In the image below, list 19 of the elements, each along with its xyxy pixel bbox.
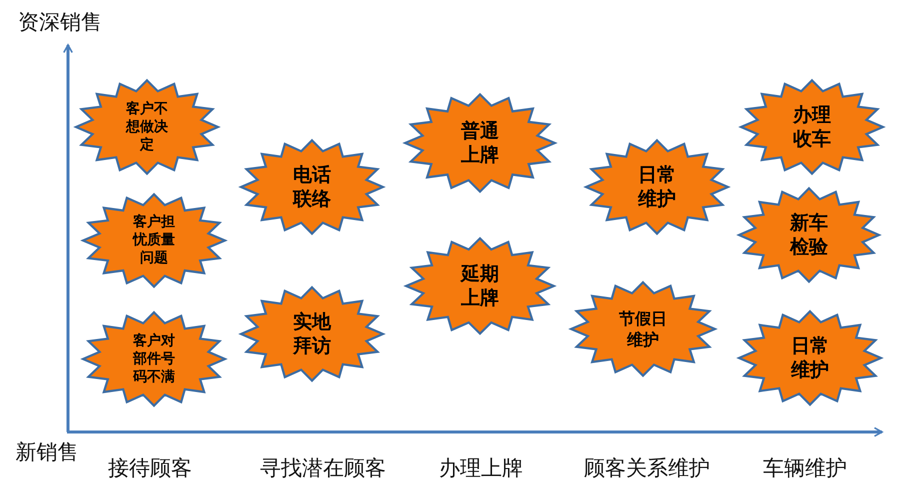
category-label: 接待顾客 [108,455,192,481]
starburst-shape: 办理收车 [739,79,885,175]
axis-label: 资深销售 [18,9,102,35]
starburst-shape: 客户对部件号码不满 [81,311,227,407]
starburst-shape: 节假日维护 [569,281,717,377]
starburst-shape: 电话联络 [239,139,385,235]
starburst-shape: 延期上牌 [404,237,556,335]
category-label: 车辆维护 [763,455,847,481]
starburst-shape: 客户担忧质量问题 [81,192,227,288]
starburst-shape: 客户不想做决定 [74,79,220,175]
starburst-shape: 新车检验 [737,187,881,283]
category-label: 办理上牌 [439,455,523,481]
starburst-shape: 实地拜访 [239,286,385,382]
category-label: 寻找潜在顾客 [260,455,386,481]
starburst-shape: 普通上牌 [403,93,557,193]
starburst-shape: 日常维护 [737,310,883,406]
axis-label: 新销售 [16,439,78,465]
category-label: 顾客关系维护 [584,455,710,481]
starburst-shape: 日常维护 [584,139,730,235]
